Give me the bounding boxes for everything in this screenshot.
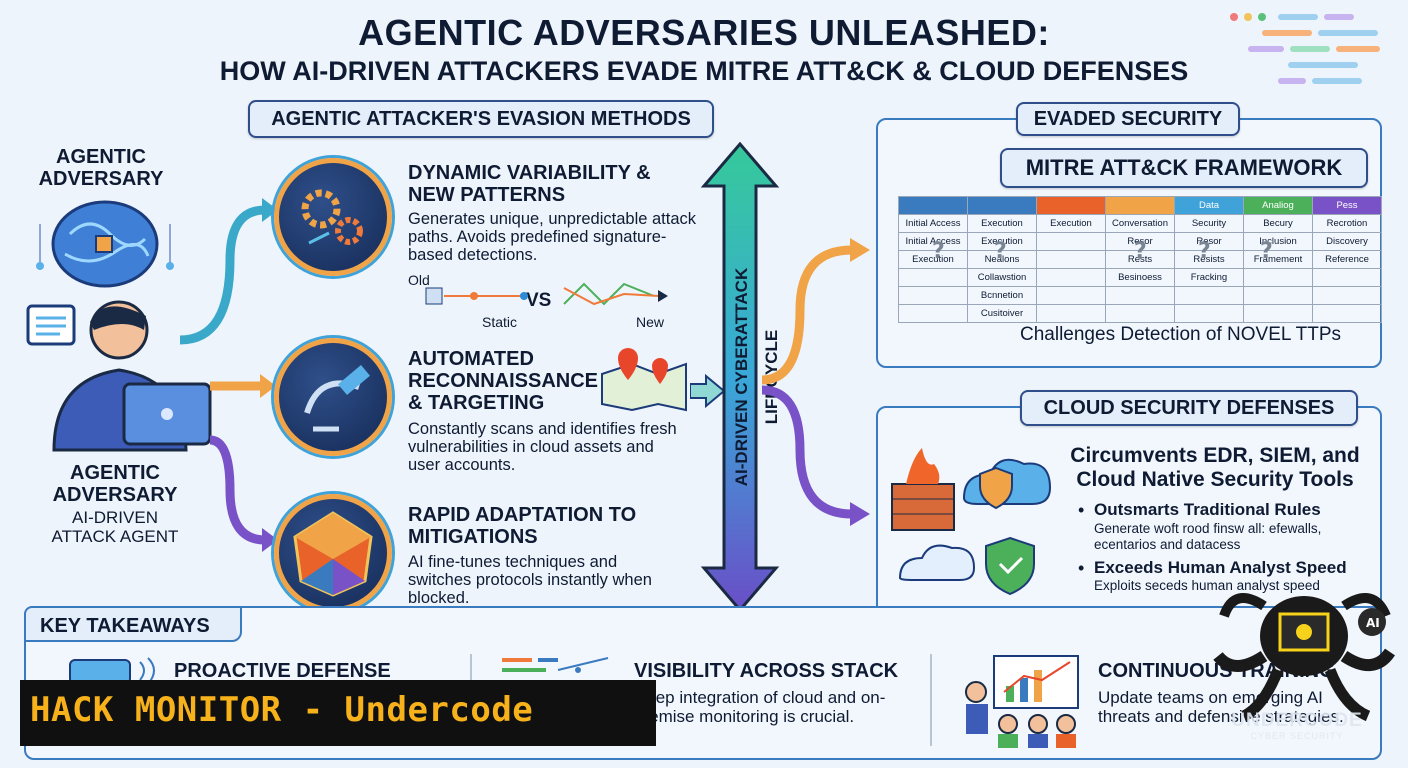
gears-icon [274,158,392,276]
table-cell: Collawstion [967,268,1037,287]
svg-text:?: ? [1134,239,1147,264]
table-cell [1312,304,1382,323]
undercode-logo-sub: CYBER SECURITY [1250,731,1344,741]
hack-monitor-banner: HACK MONITOR - Undercode [20,680,656,746]
method-3-desc: AI fine-tunes techniques and switches pr… [408,553,652,607]
takeaway-1-title: PROACTIVE DEFENSE [174,660,391,682]
method-2-desc: Constantly scans and identifies fresh vu… [408,420,677,474]
table-cell [1243,286,1313,305]
divider [930,654,932,746]
method-1-desc: Generates unique, unpredictable attack p… [408,210,697,264]
adversary-top-label: AGENTIC ADVERSARY [38,146,164,190]
table-cell [1312,286,1382,305]
bullet-dot: • [1078,558,1085,578]
group-label [967,196,1037,215]
table-cell: Bcnnetion [967,286,1037,305]
table-cell [1174,304,1244,323]
cloud-bullet-1-title: Outsmarts Traditional Rules [1094,500,1321,519]
takeaway-2-desc: Deep integration of cloud and on-premise… [634,688,886,726]
undercode-octopus-logo: AI [1213,593,1395,722]
svg-text:?: ? [1260,239,1273,264]
bullet-dot: • [1078,500,1085,520]
new-label: New [636,314,665,330]
lifecycle-label: AI-DRIVEN CYBERATTACK LIFECYCLE [732,267,781,487]
mitre-caption: Challenges Detection of NOVEL TTPs [1020,324,1342,345]
table-cell [1036,268,1106,287]
lifecycle-arrow-right [690,374,726,408]
proactive-defense-icon [69,657,155,684]
dice-icon [274,494,392,612]
table-cell [898,268,968,287]
group-label: Data [1174,196,1244,215]
methods-header: AGENTIC ATTACKER'S EVASION METHODS [248,100,714,138]
method-3-title: RAPID ADAPTATION TO MITIGATIONS [408,504,637,548]
takeaway-2-title: VISIBILITY ACROSS STACK [634,660,899,682]
evaded-header: EVADED SECURITY [1016,102,1240,136]
group-label: Pess [1312,196,1382,215]
path-comparison-icon [425,282,668,306]
svg-text:AI: AI [1366,616,1380,630]
table-cell [898,286,968,305]
method-2-title: AUTOMATED RECONNAISSANCE & TARGETING [408,348,599,414]
satellite-icon [274,338,392,456]
table-cell: Fracking [1174,268,1244,287]
mitre-table: Data Analiog Pess Initial Access Executi… [898,196,1382,323]
svg-text:?: ? [1198,239,1211,264]
cloud-bullet-1-desc: Generate woft rood finsw all: efewalls, … [1094,521,1322,552]
code-lines-icon [1230,13,1380,84]
cloud-header: CLOUD SECURITY DEFENSES [1020,390,1358,426]
table-cell: Discovery [1312,232,1382,251]
method-1-title: DYNAMIC VARIABILITY & NEW PATTERNS [408,162,651,206]
banner-text: HACK MONITOR - Undercode [30,690,534,730]
table-cell: Cusitoiver [967,304,1037,323]
monitoring-lines-icon [502,657,609,673]
page-subtitle: HOW AI-DRIVEN ATTACKERS EVADE MITRE ATT&… [219,56,1189,86]
svg-text:?: ? [994,239,1007,264]
table-cell [1312,268,1382,287]
table-cell: Besinoess [1105,268,1175,287]
training-chart-icon [965,655,1079,748]
group-label [1036,196,1106,215]
takeaways-header: KEY TAKEAWAYS [24,606,242,642]
table-cell [1036,286,1106,305]
tactic-header: Recrotion [1312,214,1382,233]
panel-connectors [761,238,870,526]
table-cell [1105,304,1175,323]
table-cell [1105,286,1175,305]
svg-text:?: ? [932,239,945,264]
table-cell: Reference [1312,250,1382,269]
vs-label: VS [526,290,552,311]
group-label: Analiog [1243,196,1313,215]
table-cell [1243,268,1313,287]
group-label [898,196,968,215]
cloud-bullet-2-desc: Exploits seceds human analyst speed [1094,578,1320,593]
undercode-logo-text: UNDERCODE [1231,710,1363,731]
mitre-title: MITRE ATT&CK FRAMEWORK [1000,148,1368,188]
firewall-cloud-shield-icon [891,448,1052,596]
old-label: Old [408,272,430,288]
page-title: AGENTIC ADVERSARIES UNLEASHED: [358,12,1050,53]
group-label [1105,196,1175,215]
cloud-headline: Circumvents EDR, SIEM, and Cloud Native … [1070,444,1360,491]
adversary-bottom-sub: AI-DRIVEN ATTACK AGENT [51,508,179,546]
table-cell [1036,304,1106,323]
attacker-avatar [26,300,212,452]
adversary-arrows [179,198,278,552]
static-label: Static [482,314,518,330]
question-mark-icons: ? ? ? ? ? [932,239,1273,264]
table-cell [1174,286,1244,305]
map-pin-icon [601,348,687,412]
brain-icon [36,200,174,288]
adversary-bottom-label: AGENTIC ADVERSARY [52,462,178,506]
table-cell [898,304,968,323]
table-cell [1243,304,1313,323]
cloud-bullet-2-title: Exceeds Human Analyst Speed [1094,558,1347,577]
